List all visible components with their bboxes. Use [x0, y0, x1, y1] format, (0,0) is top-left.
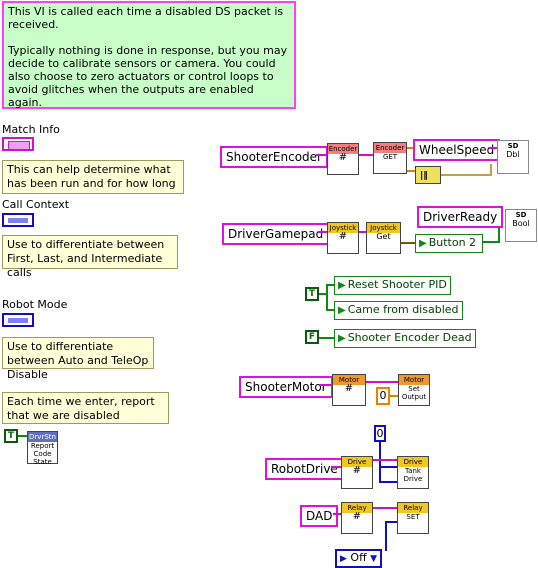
motor-ref-subvi[interactable]: Motor #: [332, 374, 366, 406]
tank-drive-subvi[interactable]: Drive Tank Drive: [397, 456, 429, 489]
drive-zero-constant[interactable]: 0: [374, 425, 386, 442]
robot-mode-note: Use to differentiate between Auto and Te…: [2, 337, 154, 381]
joystick-ref-subvi[interactable]: Joystick #: [327, 222, 359, 254]
main-comment: This VI is called each time a disabled D…: [2, 1, 296, 109]
call-context-note: Use to differentiate between First, Last…: [2, 235, 178, 279]
abs-function-icon[interactable]: |‖: [415, 166, 441, 184]
relay-set-subvi[interactable]: Relay SET: [397, 502, 429, 534]
robot-drive-ref[interactable]: RobotDrive: [265, 458, 344, 480]
came-from-disabled-node[interactable]: ▶Came from disabled: [334, 301, 463, 320]
shooter-motor-ref[interactable]: ShooterMotor: [239, 376, 333, 398]
robot-mode-enum-icon[interactable]: [2, 313, 34, 327]
report-note: Each time we enter, report that we are d…: [2, 392, 169, 424]
sd-dbl-subvi[interactable]: SD Dbl: [497, 140, 529, 174]
shooter-encoder-dead-node[interactable]: ▶Shooter Encoder Dead: [334, 329, 476, 348]
relay-off-dropdown[interactable]: ▶ Off ▼: [335, 549, 383, 568]
driver-ready-ref[interactable]: DriverReady: [417, 206, 504, 228]
motor-zero-constant[interactable]: 0: [376, 387, 390, 405]
joystick-get-subvi[interactable]: Joystick Get: [366, 222, 401, 254]
driver-gamepad-ref[interactable]: DriverGamepad: [222, 223, 330, 245]
match-info-label: Match Info: [2, 123, 60, 136]
button2-unbundle[interactable]: ▶Button 2: [415, 234, 483, 253]
false-constant-encoder-dead[interactable]: F: [305, 330, 319, 344]
call-context-label: Call Context: [2, 198, 70, 211]
match-info-cluster-icon[interactable]: [2, 137, 34, 151]
drive-ref-subvi[interactable]: Drive #: [341, 456, 373, 489]
wheel-speed-ref[interactable]: WheelSpeed: [413, 139, 501, 161]
call-context-enum-icon[interactable]: [2, 213, 34, 227]
shooter-encoder-ref[interactable]: ShooterEncoder: [220, 146, 328, 168]
relay-ref-subvi[interactable]: Relay #: [341, 502, 373, 534]
sd-bool-subvi[interactable]: SD Bool: [505, 209, 537, 242]
true-constant-pid[interactable]: T: [305, 287, 319, 301]
match-info-note: This can help determine what has been ru…: [2, 160, 184, 194]
true-constant[interactable]: T: [4, 429, 18, 443]
reset-shooter-pid-node[interactable]: ▶Reset Shooter PID: [334, 276, 451, 295]
dad-ref[interactable]: DAD: [300, 505, 339, 527]
report-code-state-subvi[interactable]: DrvrStn Report Code State: [27, 431, 58, 466]
encoder-ref-subvi[interactable]: Encoder #: [327, 143, 359, 175]
chevron-down-icon: ▼: [370, 554, 378, 564]
encoder-get-subvi[interactable]: Encoder GET: [373, 142, 407, 174]
robot-mode-label: Robot Mode: [2, 298, 68, 311]
motor-set-output-subvi[interactable]: Motor Set Output: [398, 374, 430, 406]
